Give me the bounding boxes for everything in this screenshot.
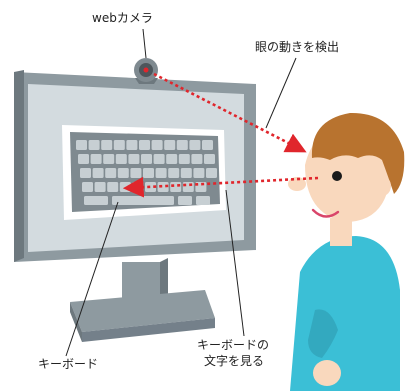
keyboard-key <box>153 154 165 164</box>
keyboard-key <box>157 182 169 192</box>
keyboard-key <box>176 140 188 150</box>
keyboard-spacebar <box>112 196 174 205</box>
keyboard-key <box>143 168 154 178</box>
keyboard-key <box>84 196 108 205</box>
keyboard-label: キーボード <box>38 357 99 371</box>
child-illustration <box>288 112 405 391</box>
webcam-leader-line <box>142 28 147 59</box>
keyboard-key <box>145 182 156 192</box>
gaze-arrow <box>122 176 319 198</box>
keyboard-key <box>141 154 152 164</box>
keyboard-text-label-line2: 文字を見る <box>204 354 265 368</box>
keyboard-key <box>191 154 203 164</box>
keyboard-key <box>168 168 180 178</box>
keyboard-key <box>101 140 113 150</box>
keyboard-key <box>117 168 129 178</box>
keyboard-key <box>155 168 167 178</box>
keyboard-key <box>107 182 119 192</box>
keyboard-key <box>182 182 194 192</box>
keyboard-key <box>105 168 117 178</box>
keyboard-key <box>189 140 201 150</box>
keyboard-key <box>178 154 190 164</box>
keyboard-key <box>82 182 93 192</box>
keyboard-key <box>130 168 142 178</box>
keyboard-key <box>115 154 127 164</box>
keyboard-key <box>76 140 87 150</box>
keyboard-key <box>180 168 192 178</box>
keyboard-key <box>80 168 91 178</box>
monitor-stand <box>70 258 215 342</box>
keyboard-key <box>178 196 192 205</box>
webcam-device <box>134 58 158 84</box>
eye-detect-leader-line <box>265 57 297 129</box>
keyboard-key <box>202 140 213 150</box>
keyboard-text-label-line1: キーボードの <box>197 338 270 352</box>
keyboard-text-leader-line <box>225 189 245 337</box>
keyboard-key <box>92 168 104 178</box>
keyboard-key <box>88 140 100 150</box>
keyboard-key <box>164 140 176 150</box>
keyboard-key <box>126 140 138 150</box>
keyboard-key <box>90 154 102 164</box>
keyboard-key <box>204 154 215 164</box>
keyboard-key <box>119 182 131 192</box>
keyboard-image <box>62 125 226 220</box>
keyboard-key <box>206 168 217 178</box>
keyboard-leader-line <box>65 201 119 357</box>
keyboard-key <box>128 154 140 164</box>
keyboard-key <box>139 140 150 150</box>
keyboard-key <box>94 182 106 192</box>
eye-detection-arrow <box>153 72 307 153</box>
keyboard-key <box>103 154 115 164</box>
webcam-label: webカメラ <box>92 11 153 25</box>
keyboard-key <box>196 196 210 205</box>
keyboard-key <box>166 154 178 164</box>
keyboard-key <box>170 182 182 192</box>
keyboard-key <box>113 140 125 150</box>
keyboard-key <box>193 168 205 178</box>
eye-detect-label: 眼の動きを検出 <box>255 40 340 54</box>
keyboard-key <box>78 154 89 164</box>
keyboard-key <box>151 140 163 150</box>
